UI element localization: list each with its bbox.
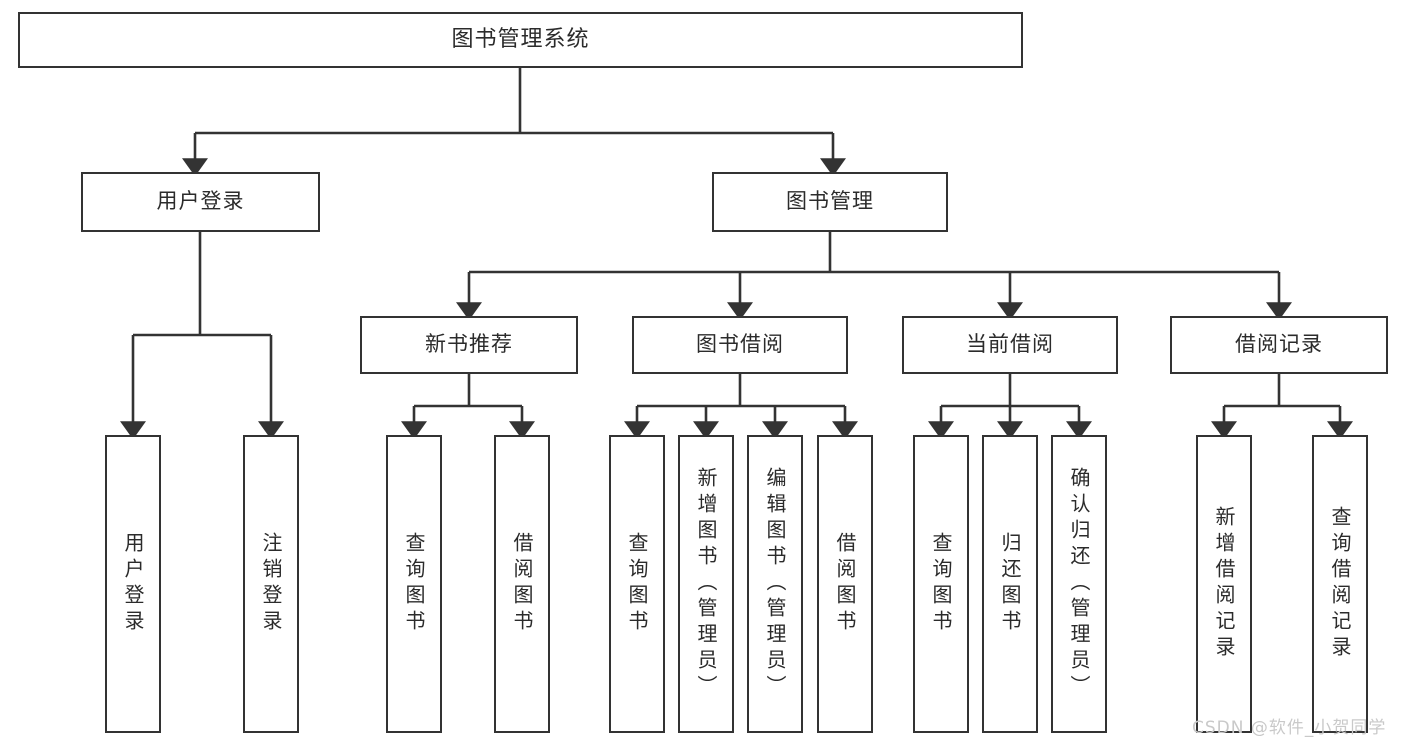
node-label: 图书管理系统 [451, 26, 590, 52]
leaf-bookborrow-borrow-book[interactable]: 借阅图书 [817, 435, 873, 733]
node-label: 查询借阅记录 [1328, 506, 1352, 662]
node-current-borrow[interactable]: 当前借阅 [902, 316, 1118, 374]
leaf-user-login[interactable]: 用户登录 [105, 435, 161, 733]
node-label: 注销登录 [259, 532, 283, 636]
node-label: 当前借阅 [966, 332, 1054, 357]
leaf-newbook-query-book[interactable]: 查询图书 [386, 435, 442, 733]
leaf-currentborrow-confirm-return[interactable]: 确认归还（管理员） [1051, 435, 1107, 733]
node-label: 借阅记录 [1235, 332, 1323, 357]
node-label: 借阅图书 [833, 532, 857, 636]
leaf-bookborrow-edit-book[interactable]: 编辑图书（管理员） [747, 435, 803, 733]
leaf-borrowrecord-query-record[interactable]: 查询借阅记录 [1312, 435, 1368, 733]
watermark-text: CSDN @软件_小贺同学 [1192, 718, 1387, 738]
leaf-newbook-borrow-book[interactable]: 借阅图书 [494, 435, 550, 733]
node-label: 归还图书 [998, 532, 1022, 636]
node-label: 新增借阅记录 [1212, 506, 1236, 662]
node-label: 编辑图书（管理员） [763, 467, 787, 701]
node-label: 图书管理 [786, 189, 874, 214]
leaf-borrowrecord-add-record[interactable]: 新增借阅记录 [1196, 435, 1252, 733]
node-label: 查询图书 [625, 532, 649, 636]
node-borrow-record[interactable]: 借阅记录 [1170, 316, 1388, 374]
node-new-book-recommend[interactable]: 新书推荐 [360, 316, 578, 374]
node-root-system[interactable]: 图书管理系统 [18, 12, 1023, 68]
node-book-borrow[interactable]: 图书借阅 [632, 316, 848, 374]
node-label: 图书借阅 [696, 332, 784, 357]
node-book-management[interactable]: 图书管理 [712, 172, 948, 232]
node-label: 用户登录 [121, 532, 145, 636]
node-label: 查询图书 [929, 532, 953, 636]
leaf-currentborrow-query-book[interactable]: 查询图书 [913, 435, 969, 733]
node-label: 借阅图书 [510, 532, 534, 636]
leaf-currentborrow-return-book[interactable]: 归还图书 [982, 435, 1038, 733]
node-label: 新增图书（管理员） [694, 467, 718, 701]
node-label: 用户登录 [156, 189, 245, 214]
node-label: 新书推荐 [425, 332, 513, 357]
node-user-login[interactable]: 用户登录 [81, 172, 320, 232]
leaf-user-logout[interactable]: 注销登录 [243, 435, 299, 733]
node-label: 查询图书 [402, 532, 426, 636]
node-label: 确认归还（管理员） [1067, 467, 1091, 701]
leaf-bookborrow-query-book[interactable]: 查询图书 [609, 435, 665, 733]
leaf-bookborrow-add-book[interactable]: 新增图书（管理员） [678, 435, 734, 733]
